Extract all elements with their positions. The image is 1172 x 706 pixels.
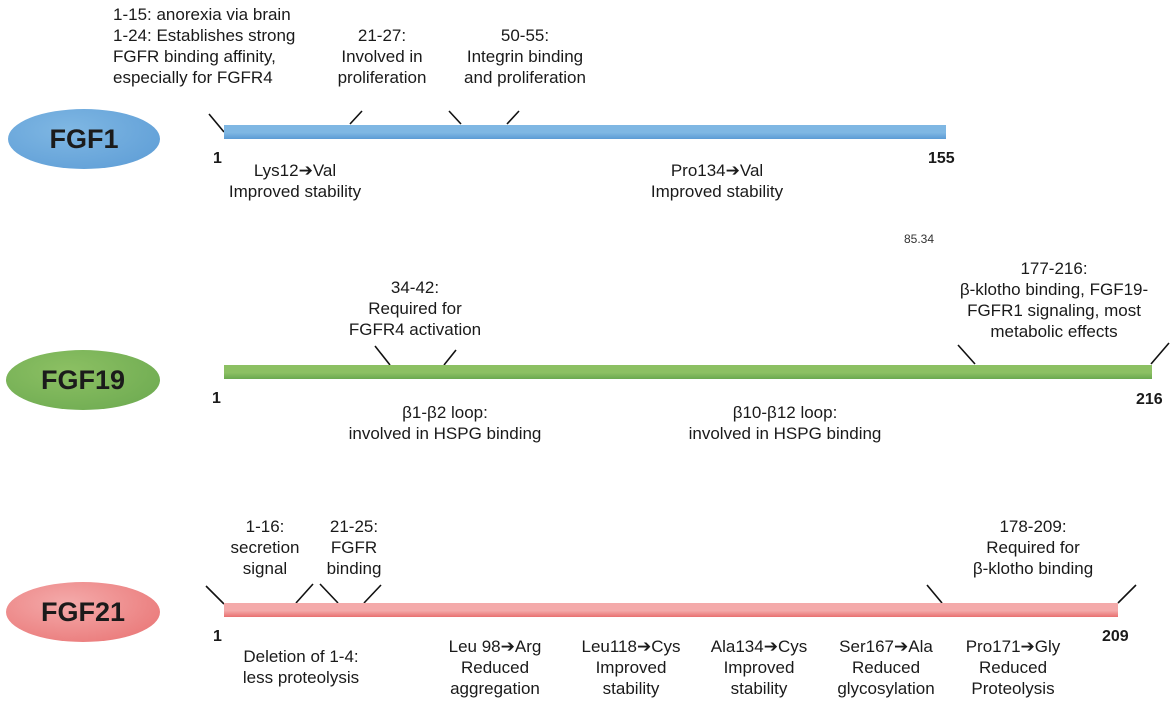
- fgf19-tick-177: [957, 344, 976, 365]
- fgf21-tick-end: [1117, 584, 1137, 604]
- fgf1-name: FGF1: [49, 123, 119, 154]
- fgf21-mutation-leu98: Leu 98➔Arg Reduced aggregation: [448, 637, 542, 698]
- fgf1-tick-27: [448, 110, 462, 125]
- fgf21-mutation-pro171: Pro171➔Gly Reduced Proteolysis: [965, 637, 1061, 698]
- stray-value: 85.34: [904, 232, 935, 246]
- fgf1-region-1-24: 1-15: anorexia via brain 1-24: Establish…: [113, 5, 296, 87]
- fgf21-end: 209: [1102, 628, 1129, 645]
- fgf21-mutation-leu118: Leu118➔Cys Improved stability: [581, 637, 681, 698]
- fgf19-name: FGF19: [40, 364, 126, 395]
- fgf1-region-50-55: 50-55: Integrin binding and proliferatio…: [464, 26, 586, 87]
- fgf19-loop-b1-b2: β1-β2 loop: involved in HSPG binding: [348, 403, 542, 443]
- fgf19-region-177-216: 177-216: β-klotho binding, FGF19- FGFR1 …: [959, 259, 1149, 341]
- fgf1-mutation-lys12: Lys12➔Val Improved stability: [228, 161, 362, 201]
- fgf1-tick-21: [349, 110, 363, 125]
- fgf21-mutation-ser167: Ser167➔Ala Reduced glycosylation: [837, 637, 935, 698]
- fgf21-tick-178: [926, 584, 943, 604]
- fgf21-tick-start: [205, 585, 225, 605]
- fgf1-mutation-pro134: Pro134➔Val Improved stability: [650, 161, 784, 201]
- fgf21-region-178-209: 178-209: Required for β-klotho binding: [972, 517, 1094, 578]
- fgf19-tick-34: [374, 345, 391, 366]
- fgf21-region-21-25: 21-25: FGFR binding: [326, 517, 382, 578]
- fgf1-tick-start: [208, 113, 225, 133]
- fgf21-name: FGF21: [40, 596, 126, 627]
- fgf19-start: 1: [212, 390, 221, 407]
- fgf19-loop-b10-b12: β10-β12 loop: involved in HSPG binding: [688, 403, 882, 443]
- fgf21-mutation-ala134: Ala134➔Cys Improved stability: [710, 637, 808, 698]
- fgf21-bar: [224, 603, 1118, 617]
- fgf19-label-pill: FGF19: [6, 350, 160, 410]
- fgf21-region-1-16: 1-16: secretion signal: [230, 517, 300, 578]
- fgf1-tick-50: [506, 110, 520, 125]
- fgf1-label-pill: FGF1: [8, 109, 160, 169]
- fgf21-start: 1: [213, 628, 222, 645]
- fgf1-start: 1: [213, 150, 222, 167]
- fgf19-tick-end: [1150, 342, 1170, 365]
- fgf21-tick-25: [363, 584, 382, 604]
- fgf21-label-pill: FGF21: [6, 582, 160, 642]
- fgf19-region-34-42: 34-42: Required for FGFR4 activation: [348, 278, 482, 339]
- fgf1-end: 155: [928, 150, 955, 167]
- fgf19-tick-42: [443, 349, 457, 366]
- fgf21-deletion-1-4: Deletion of 1-4: less proteolysis: [242, 647, 360, 687]
- fgf1-bar: [224, 125, 946, 139]
- fgf19-bar: [224, 365, 1152, 379]
- fgf19-end: 216: [1136, 391, 1163, 408]
- fgf21-tick-21a: [319, 583, 339, 604]
- fgf21-tick-16: [295, 583, 314, 604]
- fgf1-region-21-27: 21-27: Involved in proliferation: [337, 26, 427, 87]
